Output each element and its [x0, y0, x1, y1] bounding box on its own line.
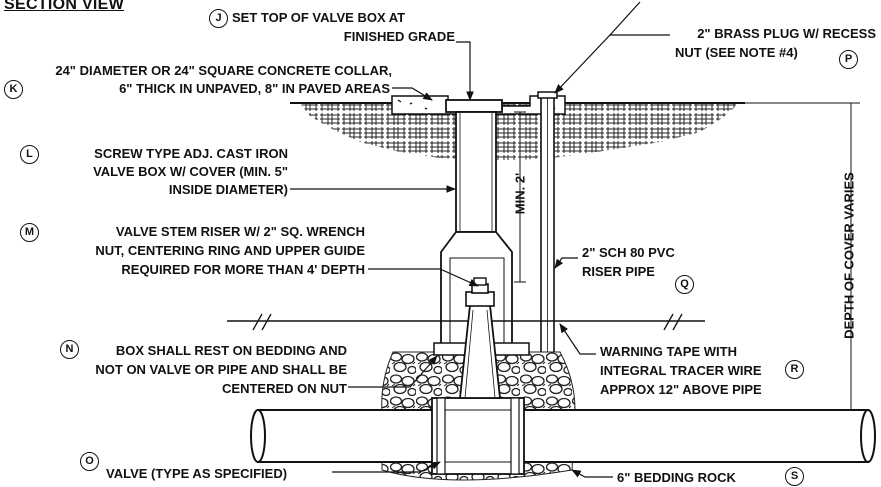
callout-tag-m: M	[20, 223, 39, 242]
callout-tag-r: R	[785, 360, 804, 379]
callout-n-line-1: BOX SHALL REST ON BEDDING AND	[115, 343, 347, 358]
callout-r-line-3: APPROX 12" ABOVE PIPE	[600, 382, 762, 397]
callout-tag-l: L	[20, 145, 39, 164]
callout-p-line-2: NUT (SEE NOTE #4)	[675, 45, 798, 60]
callout-s-line-1: 6" BEDDING ROCK	[617, 470, 736, 485]
callout-tag-s: S	[785, 467, 804, 486]
callout-m-line-3: REQUIRED FOR MORE THAN 4' DEPTH	[121, 262, 365, 277]
callout-l-line-1: SCREW TYPE ADJ. CAST IRON	[94, 146, 288, 161]
callout-j-line-1: SET TOP OF VALVE BOX AT	[232, 10, 406, 25]
callout-tag-n: N	[60, 340, 79, 359]
callout-r-line-1: WARNING TAPE WITH	[600, 344, 737, 359]
callout-r-line-2: INTEGRAL TRACER WIRE	[600, 363, 762, 378]
callout-l-line-2: VALVE BOX W/ COVER (MIN. 5"	[93, 164, 288, 179]
callout-n-line-3: CENTERED ON NUT	[222, 381, 347, 396]
callout-l-line-3: INSIDE DIAMETER)	[168, 182, 288, 197]
depth-of-cover-label: DEPTH OF COVER VARIES	[841, 172, 857, 339]
valve-body	[431, 277, 525, 475]
callout-q-line-1: 2" SCH 80 PVC	[582, 245, 675, 260]
section-view-title: SECTION VIEW	[4, 0, 125, 13]
callout-m-line-1: VALVE STEM RISER W/ 2" SQ. WRENCH	[115, 224, 365, 239]
min-riser-dimension-label: MIN. 2'	[512, 172, 528, 215]
callout-m-line-2: NUT, CENTERING RING AND UPPER GUIDE	[95, 243, 365, 258]
callout-q-line-2: RISER PIPE	[582, 264, 655, 279]
callout-k-line-1: 24" DIAMETER OR 24" SQUARE CONCRETE COLL…	[55, 63, 392, 78]
callout-tag-j: J	[209, 9, 228, 28]
water-main-pipe	[250, 409, 876, 463]
callout-n-line-2: NOT ON VALVE OR PIPE AND SHALL BE	[95, 362, 347, 377]
callout-tag-p: P	[839, 50, 858, 69]
callout-p-line-1: 2" BRASS PLUG W/ RECESS	[697, 26, 876, 41]
callout-tag-q: Q	[675, 275, 694, 294]
callout-tag-o: O	[80, 452, 99, 471]
callout-o-line-1: VALVE (TYPE AS SPECIFIED)	[106, 466, 288, 481]
callout-k-line-2: 6" THICK IN UNPAVED, 8" IN PAVED AREAS	[119, 81, 390, 96]
ground-soil	[290, 95, 745, 160]
callout-j-line-2: FINISHED GRADE	[343, 29, 455, 44]
callout-tag-k: K	[4, 80, 23, 99]
